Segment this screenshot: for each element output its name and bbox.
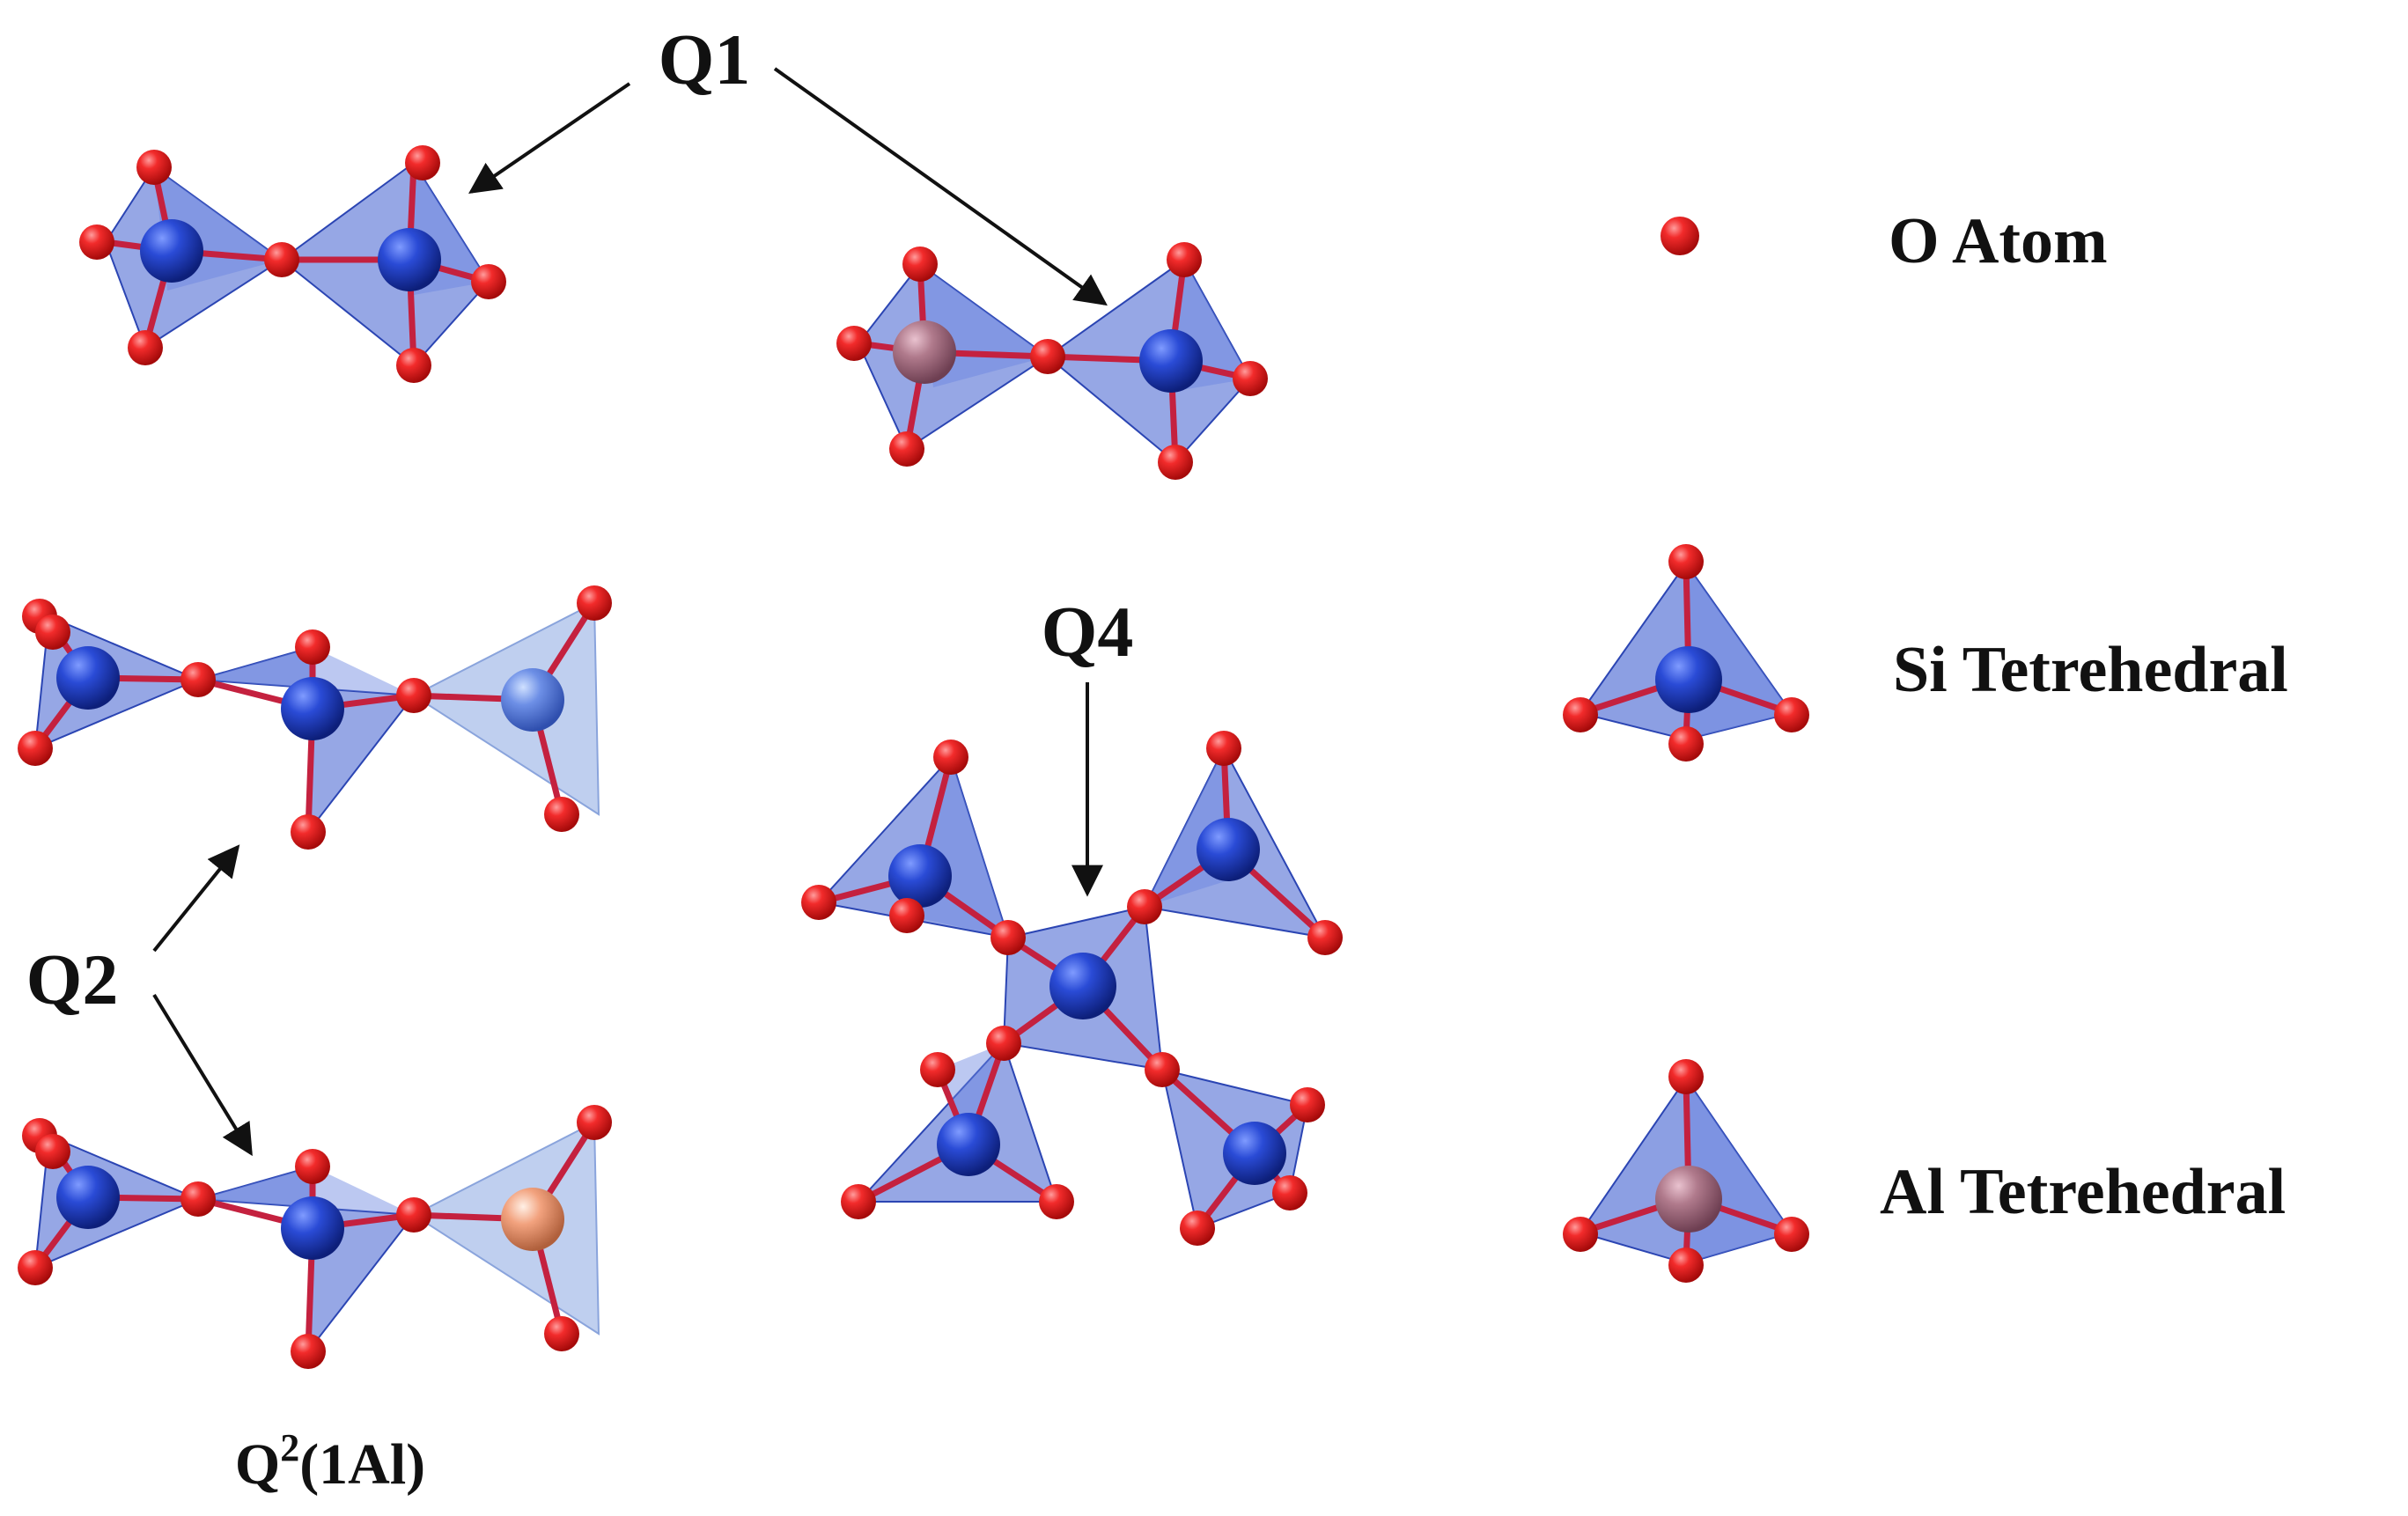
o-atom — [1167, 242, 1202, 277]
legend-item-si-tetrahedral: Si Tetrehedral — [1563, 544, 2288, 762]
q2-arrow-down — [152, 993, 253, 1157]
o-atom — [1158, 445, 1193, 480]
si-atom — [378, 228, 441, 291]
o-atom — [990, 920, 1026, 955]
si-tetrahedron-face — [198, 647, 414, 695]
q2-1al-caption-tail: (1Al) — [299, 1432, 425, 1497]
q1-arrow-right — [773, 67, 1108, 306]
o-atom — [1563, 1217, 1598, 1252]
o-atom — [1233, 361, 1268, 396]
o-atom — [889, 898, 924, 933]
o-atom — [986, 1026, 1021, 1061]
o-atom — [396, 1197, 431, 1233]
si-atom — [1223, 1122, 1286, 1185]
o-atom — [35, 1134, 70, 1169]
o-atom — [544, 797, 579, 832]
o-atom — [1668, 726, 1704, 762]
q2-arrow-up — [152, 844, 240, 953]
o-atom — [1127, 889, 1162, 924]
q2-1al-caption-sup: 2 — [280, 1426, 299, 1469]
o-atom — [1668, 544, 1704, 579]
o-atom — [1290, 1087, 1325, 1122]
o-atom — [577, 585, 612, 621]
al-atom — [1655, 1166, 1722, 1233]
o-atom — [933, 740, 968, 775]
si-atom — [1197, 818, 1260, 881]
o-atom — [396, 348, 431, 383]
o-atom — [471, 264, 506, 299]
legend-item-o-atom: O Atom — [1661, 205, 2108, 277]
q2-1al-caption: Q2(1Al) — [235, 1426, 425, 1497]
si-atom — [888, 844, 952, 908]
o-atom — [836, 326, 872, 361]
legend-item-al-tetrahedral: Al Tetrehedral — [1563, 1059, 2286, 1283]
o-atom — [1668, 1247, 1704, 1283]
si-atom — [1139, 329, 1203, 393]
q2-1al-caption-main: Q — [235, 1432, 280, 1497]
legend-label-o-atom: O Atom — [1889, 205, 2108, 277]
o-atom — [1206, 731, 1241, 766]
q2-label: Q2 — [26, 939, 119, 1019]
o-atom — [1774, 1217, 1809, 1252]
o-atom — [1272, 1175, 1307, 1211]
o-atom — [295, 629, 330, 665]
q4-cluster — [801, 731, 1343, 1246]
q4-label: Q4 — [1042, 592, 1134, 672]
o-atom-swatch — [1661, 217, 1699, 255]
o-atom — [405, 145, 440, 180]
o-atom — [18, 731, 53, 766]
o-atom — [920, 1052, 955, 1087]
si-atom — [1049, 953, 1116, 1019]
o-atom — [889, 431, 924, 467]
q2-1al-chain — [18, 1105, 612, 1369]
o-atom — [128, 330, 163, 365]
o-atom — [180, 662, 216, 697]
legend-label-al-tetrahedral: Al Tetrehedral — [1880, 1156, 2286, 1228]
o-atom — [801, 885, 836, 920]
si-atom — [937, 1113, 1000, 1176]
q1-si-si-dimer — [79, 145, 506, 383]
o-atom — [264, 242, 299, 277]
o-atom — [841, 1184, 876, 1219]
o-atom — [1145, 1052, 1180, 1087]
o-atom — [1030, 339, 1065, 374]
al-atom — [501, 1188, 564, 1251]
o-atom — [291, 1334, 326, 1369]
legend: O Atom Si Tetrehedral — [1563, 205, 2288, 1283]
o-atom — [295, 1149, 330, 1184]
o-atom — [396, 678, 431, 713]
q1-label: Q1 — [659, 19, 751, 99]
o-atom — [18, 1250, 53, 1285]
o-atom — [291, 814, 326, 850]
o-atom — [1668, 1059, 1704, 1094]
si-atom — [1655, 646, 1722, 713]
si-atom — [56, 1166, 120, 1229]
o-atom — [1180, 1211, 1215, 1246]
q2-si-chain — [18, 585, 612, 850]
si-atom — [140, 219, 203, 283]
o-atom — [1039, 1184, 1074, 1219]
q1-al-si-dimer — [836, 242, 1268, 480]
o-atom — [180, 1181, 216, 1217]
legend-label-si-tetrahedral: Si Tetrehedral — [1893, 634, 2288, 706]
o-atom — [1307, 920, 1343, 955]
al-atom — [893, 320, 956, 384]
o-atom — [136, 150, 172, 185]
o-atom — [35, 614, 70, 650]
si-atom — [56, 646, 120, 710]
o-atom — [902, 247, 938, 282]
o-atom — [1774, 697, 1809, 732]
q1-arrow-left — [468, 82, 631, 195]
si-atom — [281, 677, 344, 740]
o-atom — [577, 1105, 612, 1140]
si-atom — [281, 1196, 344, 1260]
o-atom — [1563, 697, 1598, 732]
o-atom — [544, 1316, 579, 1351]
si-atom — [501, 668, 564, 732]
si-tetrahedron-face — [198, 1166, 414, 1215]
o-atom — [79, 224, 114, 260]
